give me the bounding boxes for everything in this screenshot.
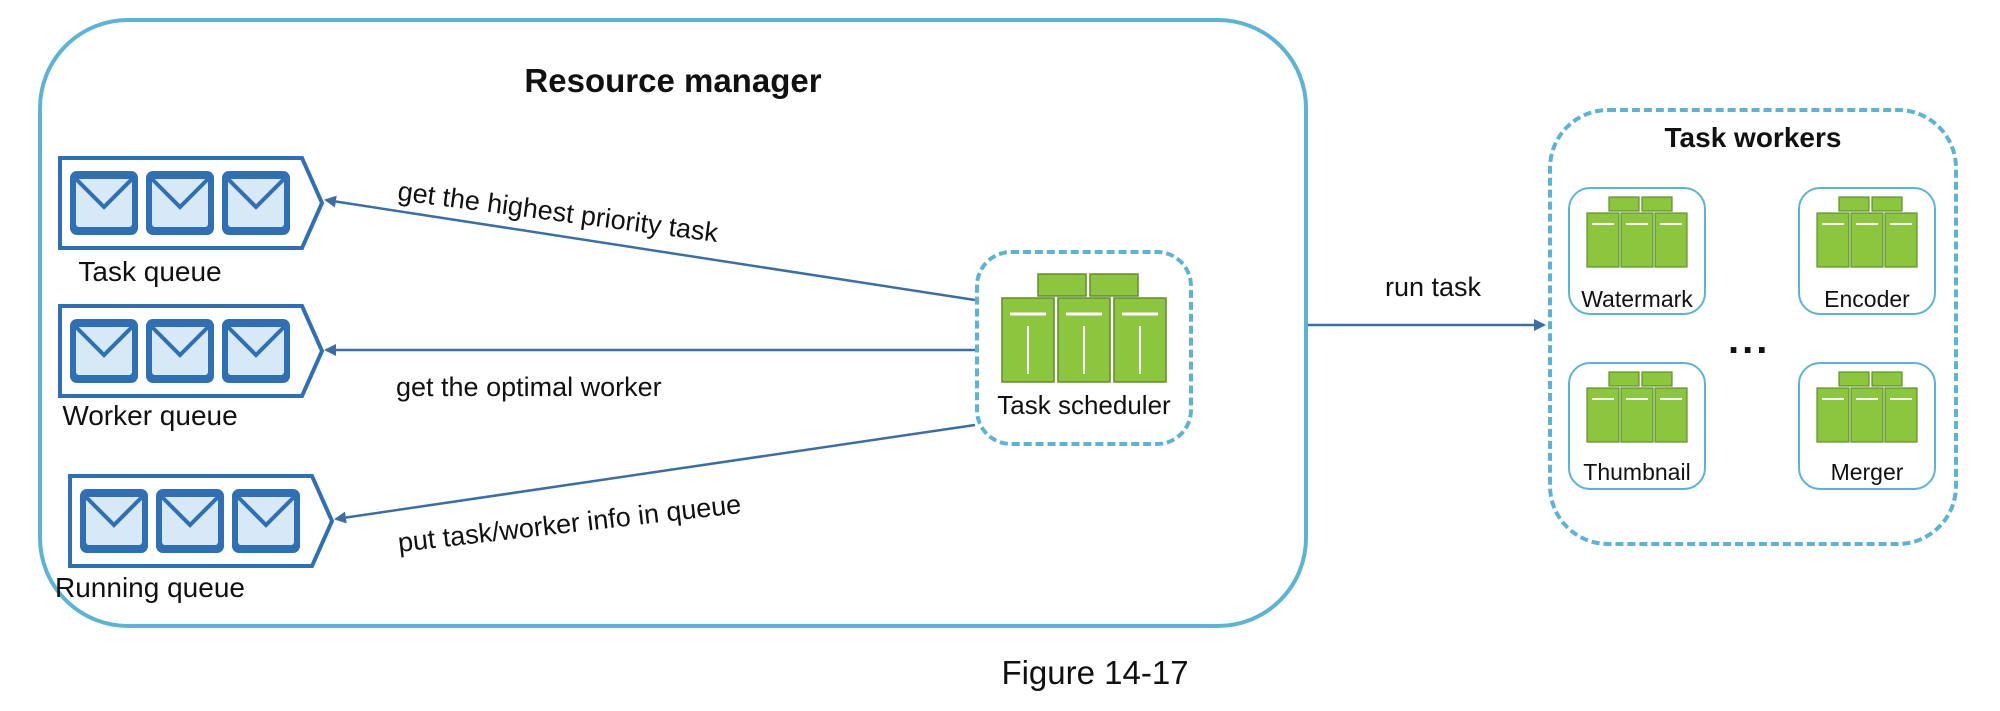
- worker-queue-label: Worker queue: [62, 400, 238, 431]
- server-icon: [1001, 273, 1167, 383]
- worker-encoder-label: Encoder: [1824, 286, 1910, 312]
- envelope-icon: [232, 489, 300, 553]
- worker-thumbnail-label: Thumbnail: [1583, 459, 1691, 485]
- task-scheduler-label: Task scheduler: [997, 390, 1171, 420]
- more-workers-ellipsis: ...: [1728, 318, 1771, 362]
- task-workers-box: [1548, 108, 1958, 546]
- envelope-icon: [222, 319, 290, 383]
- envelope-icon: [146, 171, 214, 235]
- figure-caption: Figure 14-17: [1001, 654, 1189, 691]
- edge-label-optimal-worker: get the optimal worker: [396, 372, 662, 402]
- worker-queue: [58, 304, 325, 398]
- server-icon: [1816, 371, 1918, 443]
- envelope-icon: [70, 171, 138, 235]
- envelope-icon: [146, 319, 214, 383]
- running-queue-label: Running queue: [55, 572, 245, 603]
- server-icon: [1816, 196, 1918, 268]
- task-scheduler-box: [975, 250, 1193, 446]
- running-queue: [68, 474, 335, 568]
- task-queue: [58, 156, 325, 250]
- server-icon: [1586, 196, 1688, 268]
- server-icon: [1586, 371, 1688, 443]
- task-queue-label: Task queue: [78, 256, 222, 287]
- edge-label-run-task: run task: [1385, 272, 1482, 302]
- envelope-icon: [80, 489, 148, 553]
- arrow-to-task-queue: [324, 195, 976, 302]
- worker-merger-label: Merger: [1830, 459, 1904, 485]
- arrow-to-running-queue: [334, 423, 976, 524]
- task-workers-title: Task workers: [1664, 122, 1842, 153]
- resource-manager-title: Resource manager: [524, 62, 822, 99]
- worker-watermark-label: Watermark: [1581, 286, 1693, 312]
- envelope-icon: [70, 319, 138, 383]
- envelope-icon: [222, 171, 290, 235]
- envelope-icon: [156, 489, 224, 553]
